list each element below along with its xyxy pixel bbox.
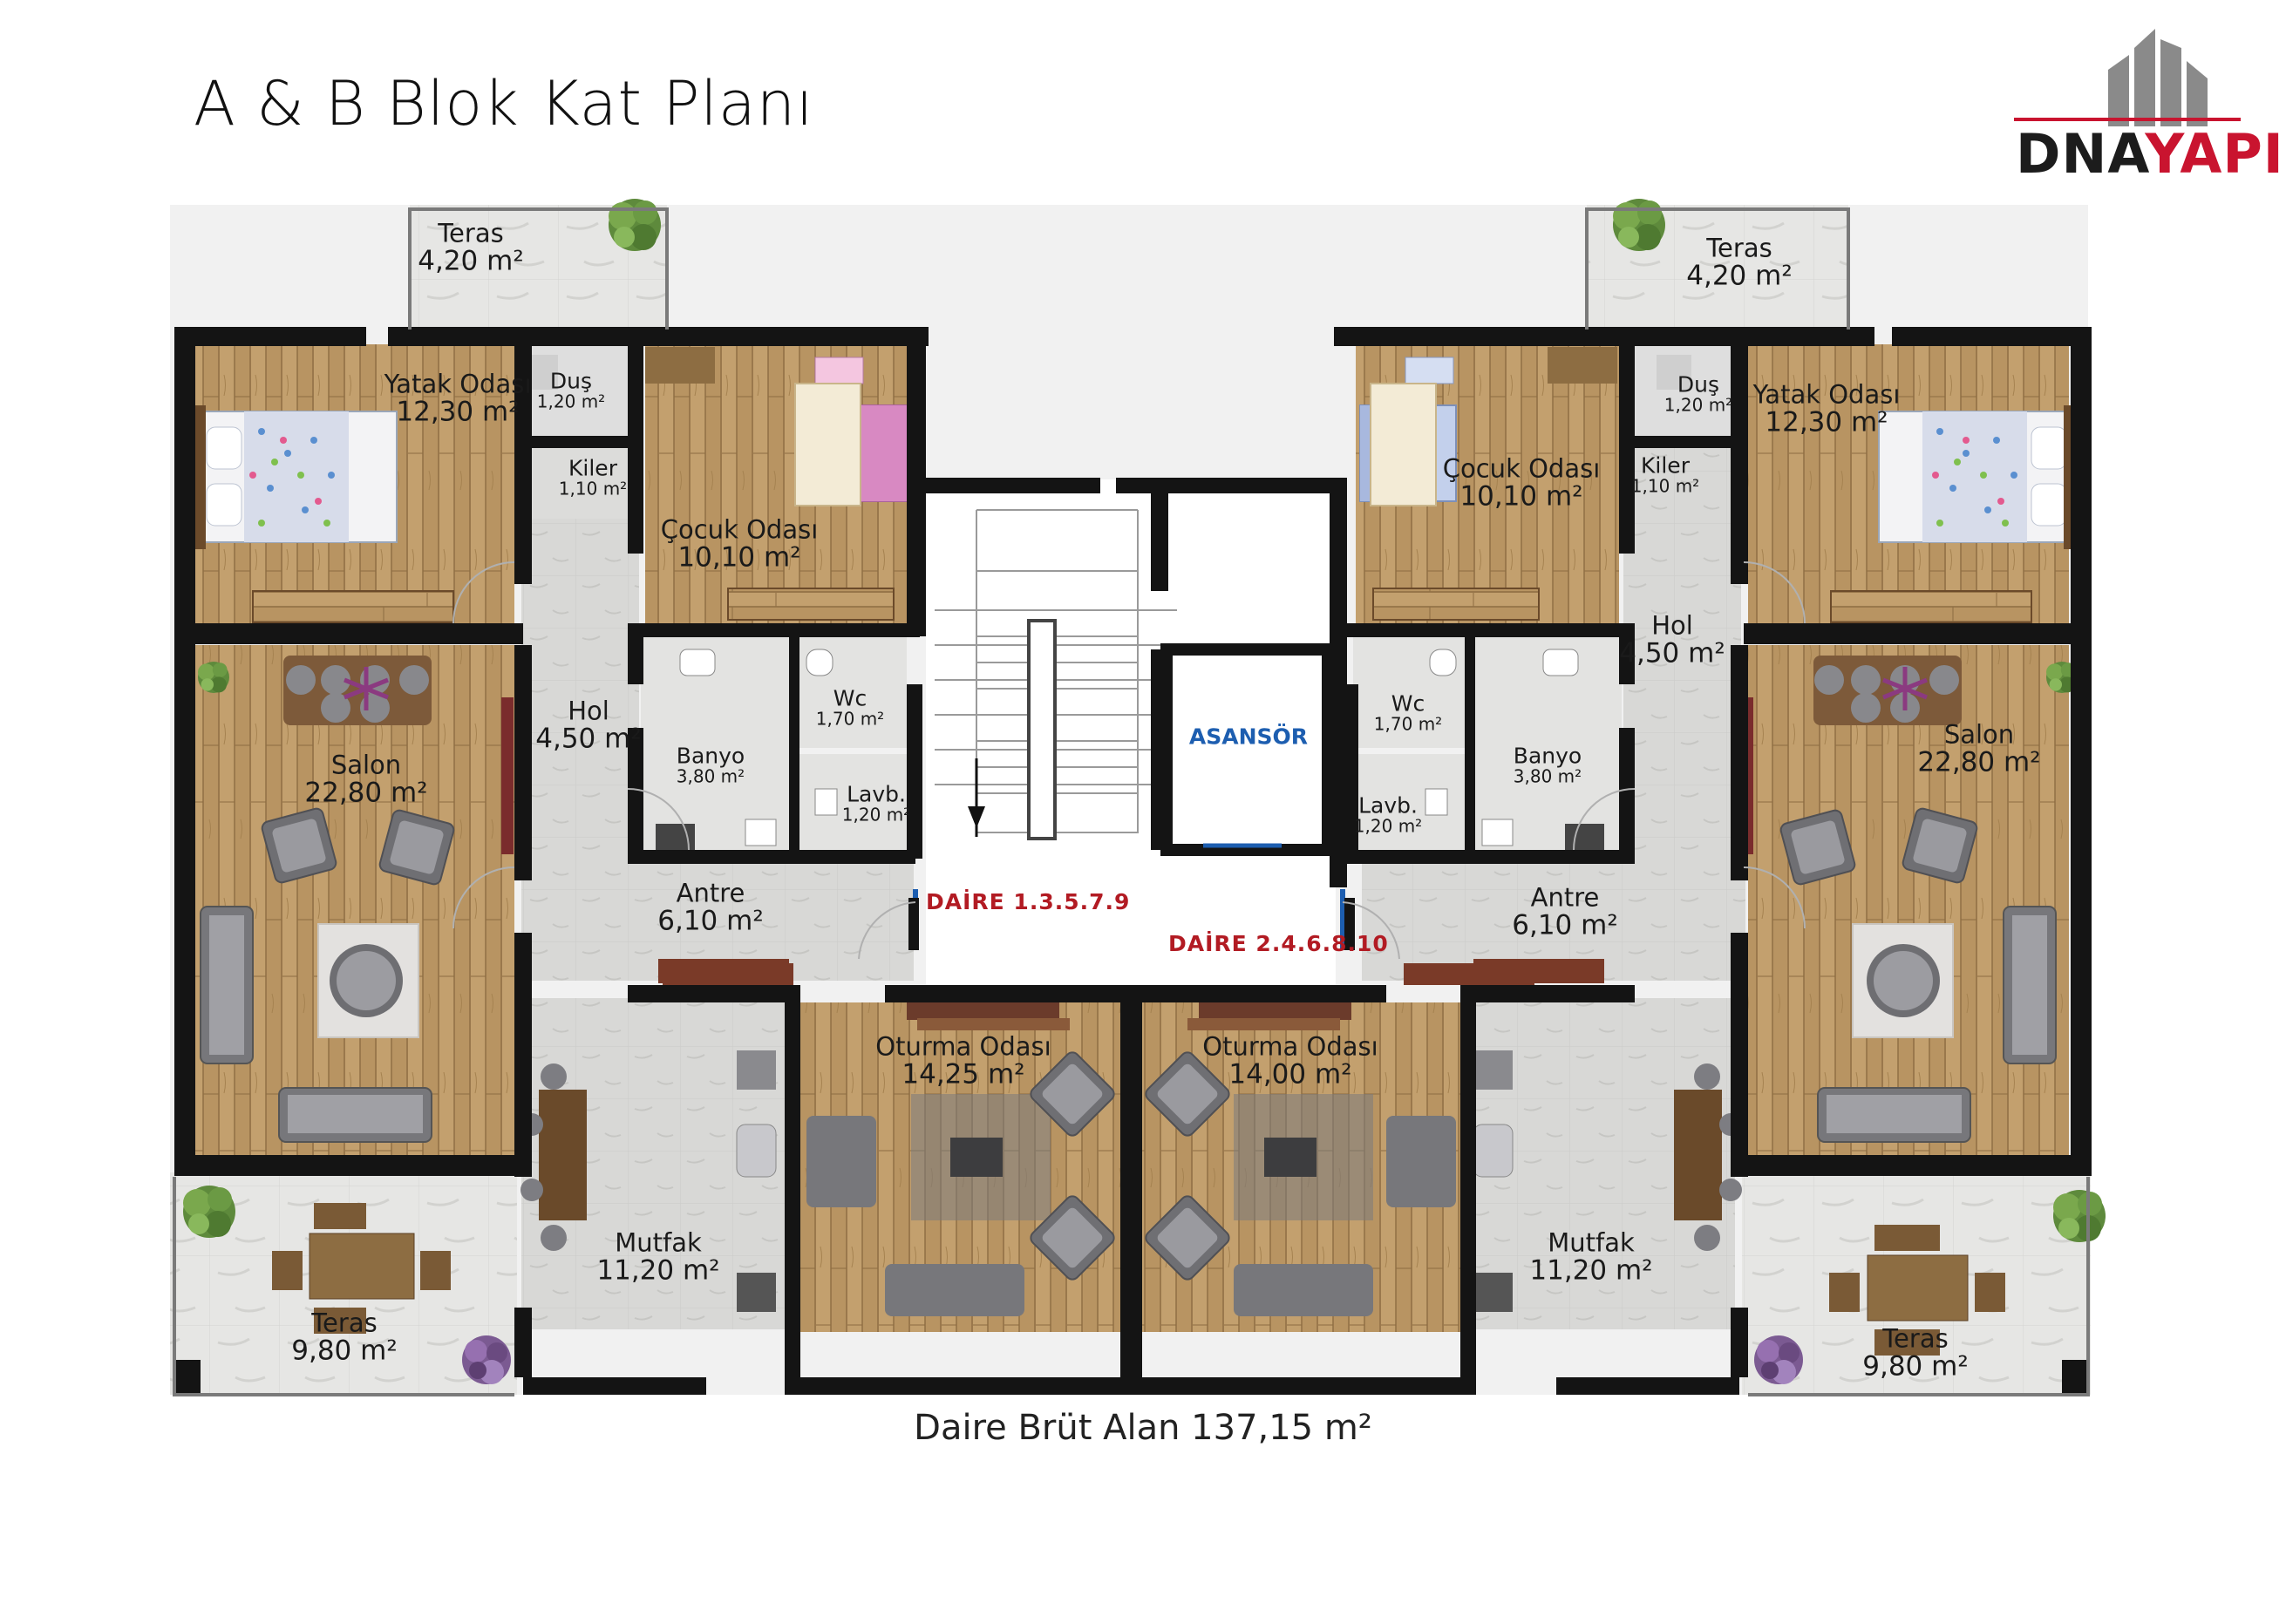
page-title: A & B Blok Kat Planı	[194, 68, 814, 139]
brand-logo: DNAYAPI	[2016, 122, 2284, 186]
elevator-label: ASANSÖR	[1188, 724, 1309, 750]
room-label-right-lavb: Lavb.1,20 m²	[1353, 792, 1423, 837]
apartment-label-left: DAİRE 1.3.5.7.9	[926, 889, 1131, 914]
gross-area-caption: Daire Brüt Alan 137,15 m²	[914, 1408, 1372, 1448]
apartment-label-right: DAİRE 2.4.6.8.10	[1168, 931, 1389, 956]
building-logo-icon	[2014, 29, 2241, 126]
room-label-left-lavb: Lavb.1,20 m²	[841, 781, 911, 826]
brand-logo-part1: DNA	[2016, 122, 2146, 186]
brand-logo-part2: YAPI	[2145, 122, 2284, 186]
